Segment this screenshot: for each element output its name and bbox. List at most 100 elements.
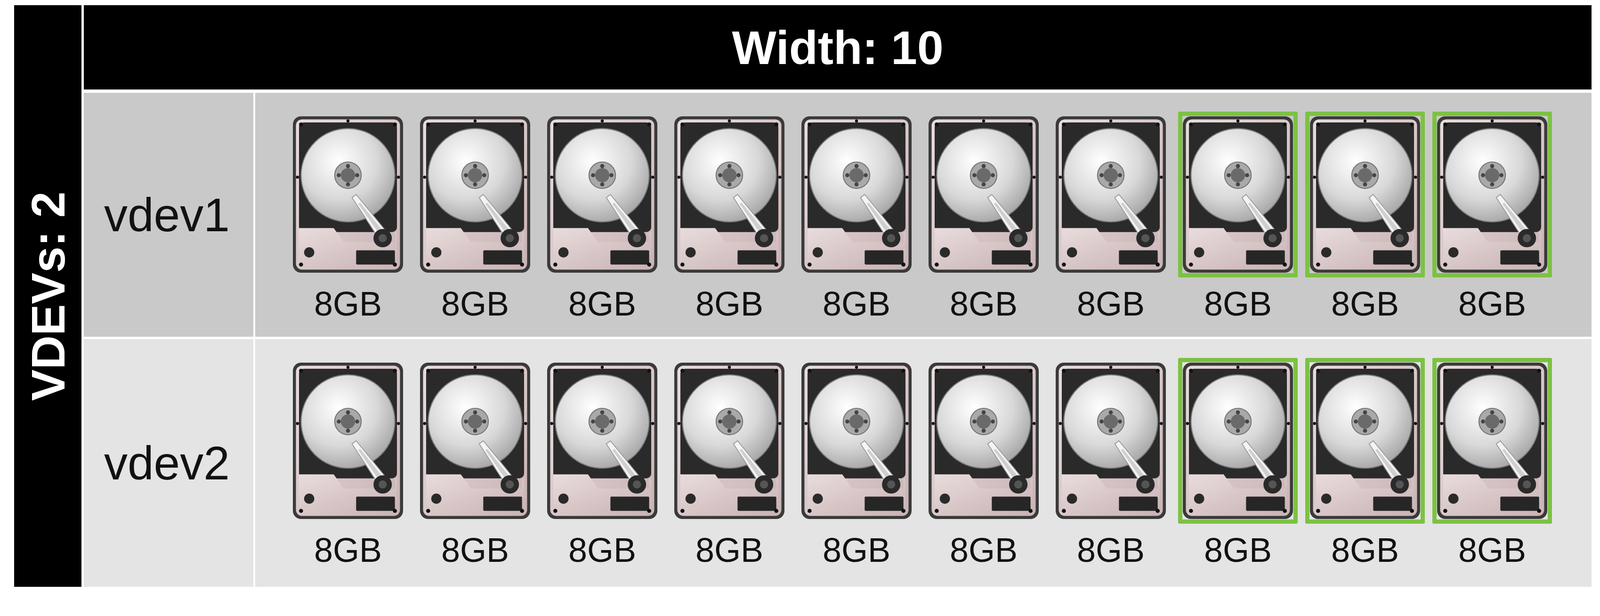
disk-drive: 8GB: [1178, 111, 1298, 329]
disk-drive: 8GB: [1305, 111, 1425, 329]
vdev-count-bar: VDEVs: 2: [14, 5, 82, 587]
capacity-label: 8GB: [1050, 286, 1171, 321]
icon-frame: [542, 357, 663, 524]
hard-drive-icon: [1309, 116, 1421, 273]
hard-drive-icon: [801, 116, 912, 273]
capacity-label: 8GB: [415, 533, 535, 567]
hard-drive-icon: [292, 116, 404, 273]
icon-frame: [669, 357, 790, 524]
icon-frame: [1050, 357, 1171, 524]
hard-drive-icon: [1182, 362, 1293, 519]
hard-drive-icon: [292, 116, 404, 273]
hard-drive-icon: [1182, 116, 1293, 273]
highlight-frame: [1178, 111, 1298, 278]
disk-drive: 8GB: [1432, 357, 1552, 575]
capacity-label: 8GB: [288, 286, 408, 321]
capacity-label: 8GB: [669, 533, 790, 567]
capacity-label: 8GB: [1050, 533, 1171, 567]
hard-drive-icon: [674, 362, 785, 519]
disk-drive: 8GB: [542, 111, 663, 329]
hard-drive-icon: [1309, 362, 1421, 519]
capacity-label: 8GB: [1305, 286, 1425, 321]
icon-frame: [796, 357, 917, 524]
capacity-label: 8GB: [288, 533, 408, 567]
hard-drive-icon: [674, 116, 785, 273]
icon-frame: [288, 111, 408, 278]
hard-drive-icon: [674, 116, 785, 273]
disk-drive: 8GB: [923, 111, 1044, 329]
hard-drive-icon: [292, 362, 404, 519]
capacity-label: 8GB: [1432, 533, 1552, 567]
hard-drive-icon: [801, 362, 912, 519]
disk-drive: 8GB: [1432, 111, 1552, 329]
highlight-frame: [1305, 357, 1425, 524]
icon-frame: [923, 357, 1044, 524]
icon-frame: [415, 111, 535, 278]
icon-frame: [542, 111, 663, 278]
highlight-frame: [1178, 357, 1298, 524]
hard-drive-icon: [1055, 362, 1166, 519]
hard-drive-icon: [801, 362, 912, 519]
disk-drive: 8GB: [415, 357, 535, 575]
icon-frame: [669, 111, 790, 278]
capacity-label: 8GB: [1178, 533, 1298, 567]
hard-drive-icon: [547, 116, 658, 273]
hard-drive-icon: [1055, 116, 1166, 273]
disk-drive: 8GB: [796, 111, 917, 329]
capacity-label: 8GB: [796, 533, 917, 567]
hard-drive-icon: [1437, 362, 1548, 519]
hard-drive-icon: [547, 362, 658, 519]
hard-drive-icon: [928, 116, 1039, 273]
disk-drive: 8GB: [923, 357, 1044, 575]
hard-drive-icon: [547, 362, 658, 519]
capacity-label: 8GB: [1432, 286, 1552, 321]
hard-drive-icon: [1055, 116, 1166, 273]
disk-drive: 8GB: [796, 357, 917, 575]
hard-drive-icon: [1437, 362, 1548, 519]
hard-drive-icon: [547, 116, 658, 273]
side-text: VDEVs: 2: [24, 191, 72, 401]
disk-drive: 8GB: [1050, 357, 1171, 575]
icon-frame: [1050, 111, 1171, 278]
disk-drive: 8GB: [669, 357, 790, 575]
hard-drive-icon: [1182, 116, 1293, 273]
hard-drive-icon: [1182, 362, 1293, 519]
highlight-frame: [1432, 357, 1552, 524]
header-text: Width: 10: [731, 24, 944, 72]
hard-drive-icon: [420, 116, 531, 273]
disk-drive: 8GB: [669, 111, 790, 329]
vdev-row: vdev18GB8GB8GB8GB8GB8GB8GB8GB8GB8GB: [83, 92, 1592, 337]
icon-frame: [288, 357, 408, 524]
hard-drive-icon: [420, 362, 531, 519]
disk-drive: 8GB: [288, 111, 408, 329]
row-label-cell: vdev2: [83, 339, 256, 587]
disk-drive: 8GB: [288, 357, 408, 575]
hard-drive-icon: [928, 116, 1039, 273]
disk-drive: 8GB: [1050, 111, 1171, 329]
highlight-frame: [1305, 111, 1425, 278]
capacity-label: 8GB: [542, 533, 663, 567]
row-label: vdev1: [104, 191, 230, 239]
hard-drive-icon: [292, 362, 404, 519]
width-header-bar: Width: 10: [83, 5, 1592, 90]
capacity-label: 8GB: [669, 286, 790, 321]
hard-drive-icon: [928, 362, 1039, 519]
hard-drive-icon: [1437, 116, 1548, 273]
icon-frame: [923, 111, 1044, 278]
hard-drive-icon: [1437, 116, 1548, 273]
disk-drive: 8GB: [1178, 357, 1298, 575]
hard-drive-icon: [420, 362, 531, 519]
capacity-label: 8GB: [415, 286, 535, 321]
hard-drive-icon: [1309, 362, 1421, 519]
row-label-cell: vdev1: [83, 92, 256, 337]
capacity-label: 8GB: [923, 286, 1044, 321]
disk-drive: 8GB: [1305, 357, 1425, 575]
hard-drive-icon: [420, 116, 531, 273]
capacity-label: 8GB: [923, 533, 1044, 567]
highlight-frame: [1432, 111, 1552, 278]
capacity-label: 8GB: [1178, 286, 1298, 321]
icon-frame: [415, 357, 535, 524]
capacity-label: 8GB: [796, 286, 917, 321]
row-label: vdev2: [104, 439, 230, 487]
